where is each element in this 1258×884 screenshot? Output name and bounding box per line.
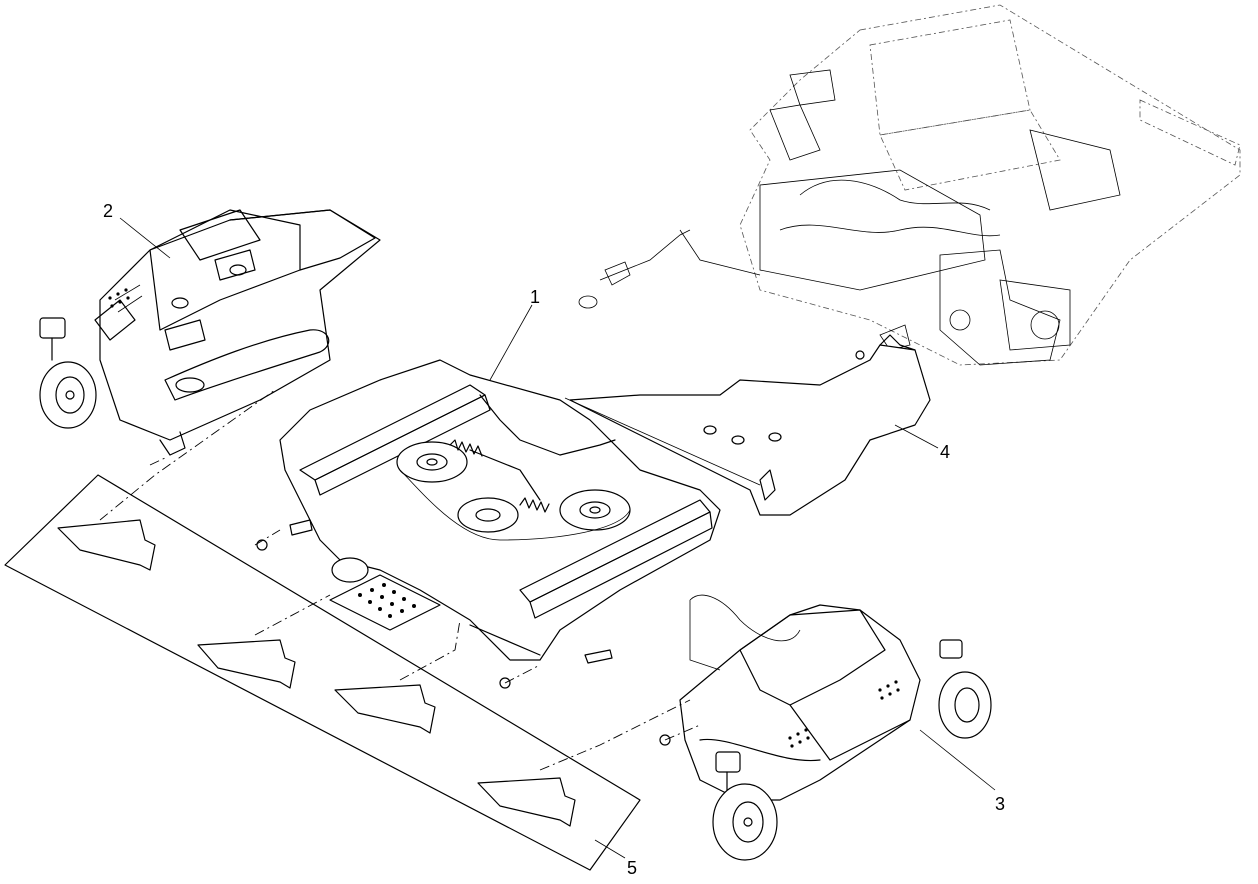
tractor-frame-ghost — [578, 4, 1241, 366]
callout-4: 4 — [940, 442, 950, 462]
part-5-bracket-kit-frame — [4, 474, 641, 871]
assembly-center-lines — [99, 389, 701, 771]
callout-2: 2 — [103, 201, 113, 221]
callout-leaders — [119, 217, 996, 859]
part-4-belt-shield — [564, 334, 931, 516]
part-3-right-cutting-unit — [659, 594, 992, 861]
part-1-center-cutting-unit — [256, 359, 721, 689]
callout-5: 5 — [627, 858, 637, 878]
callout-1: 1 — [530, 287, 540, 307]
callout-3: 3 — [995, 794, 1005, 814]
part-2-left-cutting-unit — [39, 209, 381, 456]
